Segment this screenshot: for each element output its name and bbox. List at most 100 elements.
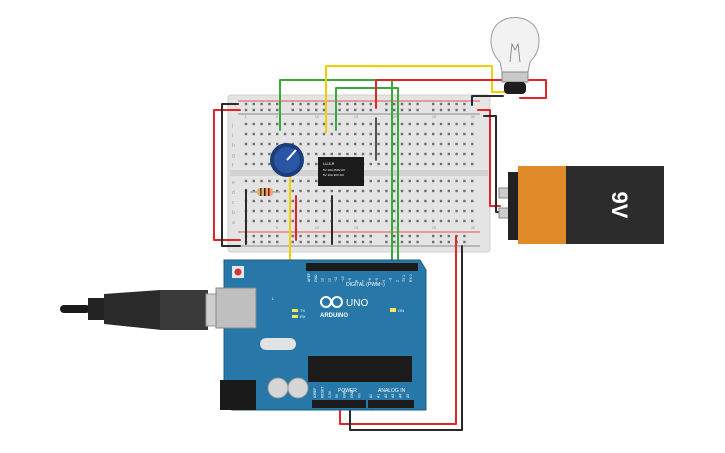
breadboard-hole[interactable] [322,152,326,156]
breadboard-hole[interactable] [408,209,411,213]
breadboard-hole[interactable] [385,122,388,126]
breadboard-hole[interactable] [424,189,427,193]
breadboard-hole[interactable] [268,152,271,156]
rail-hole[interactable] [463,102,466,106]
breadboard-hole[interactable] [455,219,458,223]
breadboard-hole[interactable] [471,162,474,166]
rail-hole[interactable] [385,102,388,106]
rail-hole[interactable] [393,102,396,106]
breadboard-hole[interactable] [400,199,404,203]
arduino-uno[interactable]: ARDUINO UNO DIGITAL (PWM~) POWER ANALOG … [215,259,427,411]
breadboard-hole[interactable] [393,152,396,156]
breadboard-hole[interactable] [291,189,294,193]
breadboard-hole[interactable] [260,179,263,183]
breadboard-hole[interactable] [291,132,294,136]
breadboard-hole[interactable] [424,142,427,146]
breadboard-hole[interactable] [252,209,255,213]
breadboard-hole[interactable] [400,152,404,156]
breadboard-hole[interactable] [424,152,427,156]
breadboard-hole[interactable] [393,179,396,183]
breadboard-hole[interactable] [252,199,255,203]
rail-hole[interactable] [354,102,357,106]
breadboard-hole[interactable] [268,199,271,203]
breadboard-hole[interactable] [291,122,294,126]
breadboard-hole[interactable] [252,189,255,193]
breadboard-hole[interactable] [260,162,263,166]
rail-hole[interactable] [291,240,294,244]
breadboard-hole[interactable] [439,219,443,223]
breadboard-hole[interactable] [291,142,294,146]
rail-hole[interactable] [369,102,372,106]
breadboard-hole[interactable] [307,132,310,136]
breadboard-hole[interactable] [369,219,372,223]
breadboard-hole[interactable] [369,142,372,146]
breadboard-hole[interactable] [307,209,310,213]
breadboard-hole[interactable] [369,122,372,126]
rail-hole[interactable] [385,240,388,244]
breadboard-hole[interactable] [471,122,474,126]
breadboard-hole[interactable] [330,142,333,146]
breadboard-hole[interactable] [291,179,294,183]
rail-hole[interactable] [439,102,443,106]
breadboard-hole[interactable] [424,219,427,223]
breadboard-hole[interactable] [471,142,474,146]
breadboard-hole[interactable] [400,142,404,146]
rail-hole[interactable] [276,234,279,238]
rail-hole[interactable] [322,102,326,106]
breadboard-hole[interactable] [276,189,279,193]
breadboard-hole[interactable] [463,132,466,136]
rail-hole[interactable] [455,108,458,112]
breadboard-hole[interactable] [299,142,302,146]
breadboard-hole[interactable] [369,179,372,183]
breadboard-hole[interactable] [455,142,458,146]
breadboard-hole[interactable] [432,122,435,126]
rail-hole[interactable] [346,234,349,238]
rail-hole[interactable] [322,108,326,112]
breadboard-hole[interactable] [260,152,263,156]
breadboard-hole[interactable] [315,199,318,203]
breadboard-hole[interactable] [283,189,287,193]
rail-hole[interactable] [432,234,435,238]
breadboard-hole[interactable] [338,142,341,146]
breadboard-hole[interactable] [439,162,443,166]
breadboard-hole[interactable] [377,122,380,126]
resistor[interactable] [250,188,280,196]
breadboard-hole[interactable] [354,132,357,136]
breadboard-hole[interactable] [260,142,263,146]
rail-hole[interactable] [432,108,435,112]
rail-hole[interactable] [338,240,341,244]
breadboard-hole[interactable] [400,122,404,126]
rail-hole[interactable] [268,240,271,244]
breadboard-hole[interactable] [338,152,341,156]
breadboard-hole[interactable] [244,132,248,136]
breadboard-hole[interactable] [252,219,255,223]
breadboard-hole[interactable] [455,199,458,203]
breadboard-hole[interactable] [283,219,287,223]
breadboard-hole[interactable] [377,209,380,213]
breadboard-hole[interactable] [471,209,474,213]
rail-hole[interactable] [268,234,271,238]
breadboard-hole[interactable] [447,152,450,156]
breadboard-hole[interactable] [330,132,333,136]
breadboard-hole[interactable] [408,162,411,166]
rail-hole[interactable] [439,108,443,112]
breadboard-hole[interactable] [447,209,450,213]
breadboard-hole[interactable] [400,132,404,136]
breadboard-hole[interactable] [330,152,333,156]
breadboard-hole[interactable] [260,122,263,126]
rail-hole[interactable] [268,108,271,112]
rail-hole[interactable] [393,108,396,112]
rail-hole[interactable] [276,102,279,106]
breadboard-hole[interactable] [393,142,396,146]
rail-hole[interactable] [252,240,255,244]
breadboard-hole[interactable] [252,132,255,136]
breadboard-hole[interactable] [307,162,310,166]
rail-hole[interactable] [299,102,302,106]
breadboard-hole[interactable] [252,179,255,183]
rail-hole[interactable] [400,102,404,106]
breadboard-hole[interactable] [346,219,349,223]
breadboard-hole[interactable] [369,209,372,213]
breadboard-hole[interactable] [315,142,318,146]
breadboard-hole[interactable] [393,199,396,203]
breadboard-hole[interactable] [369,152,372,156]
